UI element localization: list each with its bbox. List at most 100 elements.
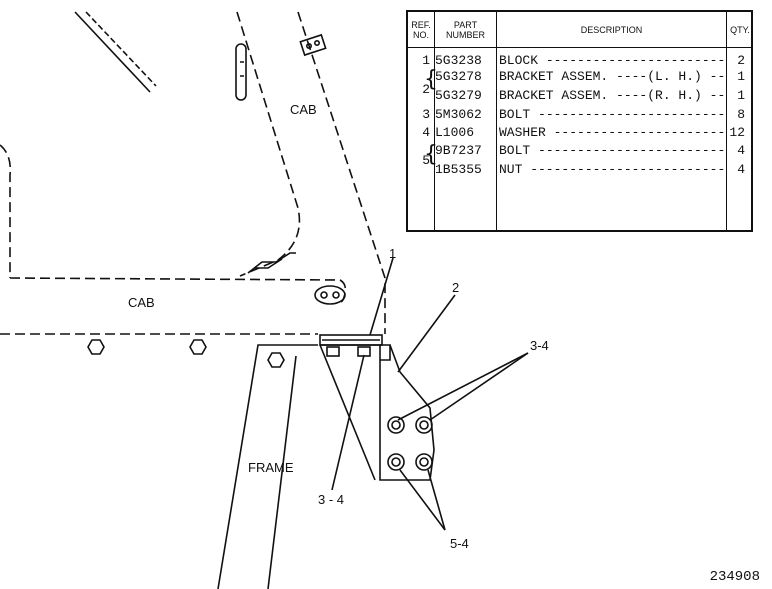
quantity: 1 xyxy=(737,69,745,84)
bracket-bolt xyxy=(419,420,429,430)
quantity: 4 xyxy=(737,143,745,158)
callout-3-4-right: 3-4 xyxy=(530,338,549,353)
cab-oval xyxy=(314,285,346,305)
description: WASHER xyxy=(499,125,725,140)
leader-line-3-4-right xyxy=(397,352,529,421)
bracket-bolt xyxy=(415,416,433,434)
frame-line xyxy=(267,355,297,589)
column-divider xyxy=(496,12,497,230)
cab-left-label: CAB xyxy=(128,295,155,310)
column-divider xyxy=(726,12,727,230)
ref-no: 5 xyxy=(422,153,430,168)
table-row: 5G3278 BRACKET ASSEM. ----(L. H.) 1 xyxy=(408,69,751,84)
description: BOLT xyxy=(499,107,725,122)
part-number: 9B7237 xyxy=(435,143,482,158)
table-row: 1B5355 NUT 4 xyxy=(408,162,751,177)
drawing-number: 234908 xyxy=(709,569,760,585)
table-row: 2 xyxy=(408,82,751,97)
header-ref: REF. NO. xyxy=(408,12,434,47)
door-handle xyxy=(235,43,247,101)
callout-3-4-left: 3 - 4 xyxy=(318,492,344,507)
part-number: 5G3278 xyxy=(435,69,482,84)
header-ref-line2: NO. xyxy=(412,29,429,40)
parts-table: REF. NO. PART NUMBER DESCRIPTION QTY. 1 … xyxy=(406,10,753,232)
leader-line-5-4 xyxy=(427,469,446,531)
ref-no: 1 xyxy=(422,53,430,68)
quantity: 2 xyxy=(737,53,745,68)
leader-line-1 xyxy=(369,257,394,336)
window-hatch xyxy=(85,11,157,87)
bracket-bolt xyxy=(387,453,405,471)
cab-oval-hole xyxy=(320,291,328,299)
description: BRACKET ASSEM. ----(L. H.) xyxy=(499,69,725,84)
step-pattern xyxy=(254,258,283,269)
leader-line-2 xyxy=(397,294,456,373)
ref-no: 3 xyxy=(422,107,430,122)
cab-top-label: CAB xyxy=(290,102,317,117)
cab-left-edge xyxy=(0,144,12,278)
quantity: 4 xyxy=(737,162,745,177)
part-number: 1B5355 xyxy=(435,162,482,177)
hinge-hole xyxy=(313,39,320,46)
hinge-hole xyxy=(305,42,312,49)
description: BRACKET ASSEM. ----(R. H.) xyxy=(499,88,725,103)
bracket-plate xyxy=(380,344,391,361)
header-ref-line1: REF. xyxy=(411,19,431,30)
part-number: 5G3279 xyxy=(435,88,482,103)
quantity: 12 xyxy=(729,125,745,140)
quantity: 1 xyxy=(737,88,745,103)
bracket-bolt xyxy=(391,420,401,430)
hex-bolt xyxy=(189,339,207,355)
callout-5-4: 5-4 xyxy=(450,536,469,551)
table-row: 9B7237 BOLT 4 xyxy=(408,143,751,158)
bracket-bolt xyxy=(391,457,401,467)
bracket-bolt xyxy=(415,453,433,471)
leader-line-3-4-left xyxy=(331,354,365,491)
leader-line-5-4 xyxy=(399,469,446,531)
quantity: 8 xyxy=(737,107,745,122)
column-divider xyxy=(434,12,435,230)
description: BOLT xyxy=(499,143,725,158)
header-qty-text: QTY. xyxy=(730,24,750,35)
table-row: 3 5M3062 BOLT 8 xyxy=(408,107,751,122)
frame-label: FRAME xyxy=(248,460,294,475)
part-number: 5G3238 xyxy=(435,53,482,68)
callout-2: 2 xyxy=(452,280,459,295)
group-brace: { xyxy=(424,142,438,167)
callout-1: 1 xyxy=(389,246,396,261)
description: NUT xyxy=(499,162,725,177)
window-hatch xyxy=(74,11,151,93)
part-number: 5M3062 xyxy=(435,107,482,122)
ref-no: 2 xyxy=(422,82,430,97)
cab-oval-hole xyxy=(332,291,340,299)
description: BLOCK xyxy=(499,53,725,68)
top-bolt xyxy=(357,346,371,357)
header-part-line1: PART xyxy=(453,19,478,30)
bracket-bolt xyxy=(419,457,429,467)
header-divider xyxy=(408,47,751,48)
header-description-text: DESCRIPTION xyxy=(580,24,643,35)
table-row: 4 L1006 WASHER 12 xyxy=(408,125,751,140)
cab-edge-line xyxy=(297,11,386,334)
hex-bolt xyxy=(267,352,285,368)
header-description: DESCRIPTION xyxy=(497,12,726,47)
door-handle xyxy=(240,61,244,77)
table-row: 5 xyxy=(408,153,751,168)
frame-line xyxy=(217,344,318,589)
hex-bolt xyxy=(87,339,105,355)
header-part-number: PART NUMBER xyxy=(435,12,496,47)
header-qty: QTY. xyxy=(727,12,753,47)
bracket-bolt xyxy=(387,416,405,434)
table-row: 5G3279 BRACKET ASSEM. ----(R. H.) 1 xyxy=(408,88,751,103)
group-brace: { xyxy=(424,67,438,92)
ref-no: 4 xyxy=(422,125,430,140)
leader-line-3-4-right xyxy=(429,352,529,421)
table-row: 1 5G3238 BLOCK 2 xyxy=(408,53,751,68)
frame-line xyxy=(319,344,376,481)
part-number: L1006 xyxy=(435,125,475,140)
hinge-plate xyxy=(299,33,327,57)
cab-lower-line xyxy=(9,277,347,307)
header-part-line2: NUMBER xyxy=(445,29,485,40)
top-bolt xyxy=(326,346,340,357)
